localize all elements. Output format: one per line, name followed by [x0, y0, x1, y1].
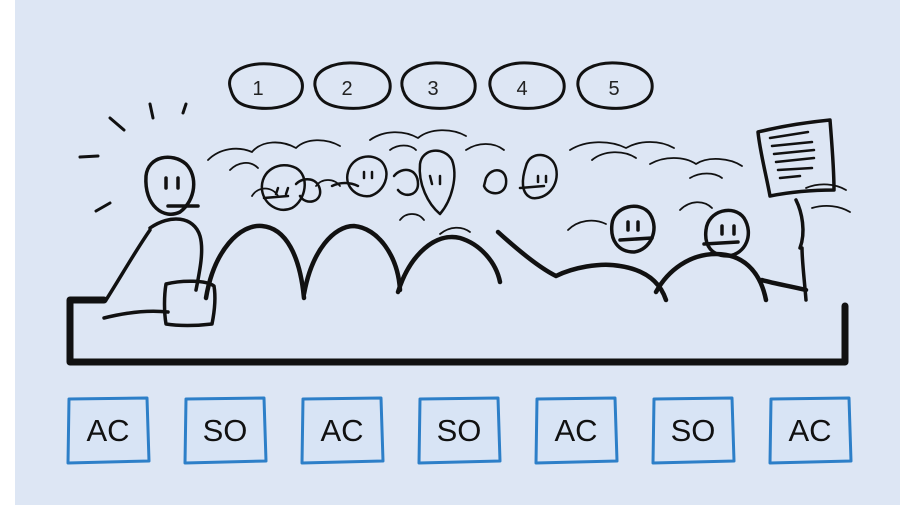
- bubble-2: 2: [313, 61, 392, 110]
- number-bubbles: 1 2 3 4 5: [228, 61, 654, 110]
- label-box-frame: [300, 396, 385, 465]
- label-boxes: AC SO AC SO AC SO AC: [66, 396, 853, 465]
- label-box-frame: [183, 396, 268, 465]
- bubble-1-label: 1: [252, 78, 263, 100]
- jury-bench: [66, 296, 849, 366]
- bubble-3: 3: [400, 61, 477, 110]
- label-box-2: SO: [183, 396, 268, 465]
- label-box-text: SO: [671, 413, 716, 448]
- excitement-marks: [78, 102, 188, 213]
- person-head-5: [521, 153, 558, 200]
- bubble-4-label: 4: [516, 78, 527, 100]
- bubble-1: 1: [228, 62, 304, 110]
- bubble-4: 4: [488, 61, 566, 110]
- person-head-2: [260, 164, 306, 211]
- person-head-4: [418, 149, 456, 216]
- label-box-6: SO: [651, 396, 736, 465]
- label-box-4: SO: [417, 396, 502, 465]
- label-box-text: SO: [203, 413, 248, 448]
- label-box-text: AC: [554, 413, 597, 448]
- label-box-frame: [534, 396, 619, 465]
- label-box-text: AC: [320, 413, 363, 448]
- label-box-text: SO: [437, 413, 482, 448]
- front-people-right: [609, 198, 808, 302]
- bubble-5-label: 5: [608, 78, 619, 100]
- label-box-text: AC: [788, 413, 831, 448]
- label-box-3: AC: [300, 396, 385, 465]
- label-box-1: AC: [66, 396, 151, 465]
- label-box-frame: [651, 396, 736, 465]
- label-box-frame: [66, 396, 151, 465]
- person-head-1: [144, 155, 196, 216]
- bubble-2-label: 2: [341, 78, 352, 100]
- label-box-frame: [417, 396, 502, 465]
- middle-row: [260, 149, 558, 216]
- front-person-left: [102, 155, 217, 328]
- bubble-5: 5: [576, 61, 654, 110]
- label-box-text: AC: [86, 413, 129, 448]
- scorecard-icon: [756, 118, 836, 198]
- label-box-7: AC: [768, 396, 853, 465]
- laptop-icon: [162, 279, 217, 328]
- person-head-7: [703, 208, 750, 258]
- front-row-silhouettes: [203, 223, 809, 303]
- bubble-3-label: 3: [427, 78, 438, 100]
- person-head-3: [345, 155, 388, 198]
- label-box-frame: [768, 396, 853, 465]
- crowd-sketch: [78, 102, 851, 328]
- label-box-5: AC: [534, 396, 619, 465]
